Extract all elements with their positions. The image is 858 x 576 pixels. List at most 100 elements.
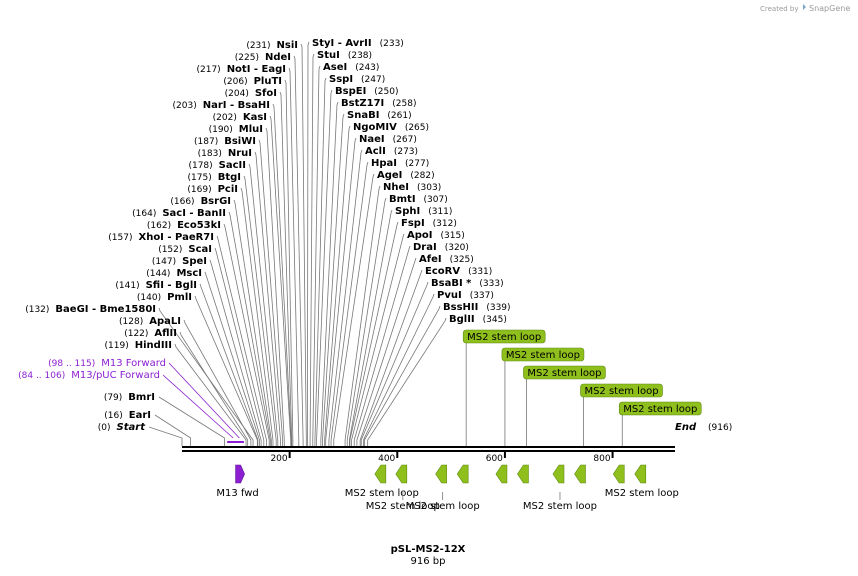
site-name: ApaLI [149, 316, 181, 327]
site-name: NotI - EagI [227, 64, 286, 75]
left-cut-site: NsiI(231) [246, 40, 298, 51]
sequence-end-marker: End(916) [675, 422, 732, 433]
site-connector-line [307, 41, 310, 446]
ms2-stem-loop-feature-arrow[interactable] [634, 464, 647, 484]
right-cut-site: BglII(345) [449, 314, 507, 325]
site-position: (247) [361, 75, 385, 85]
left-cut-site: NarI - BsaHI (203) [173, 100, 271, 111]
left-cut-site: BsiWI(187) [194, 136, 256, 147]
ruler-tick-label: 400 [378, 454, 395, 464]
feature-label-box [523, 365, 606, 380]
site-position: (128) [119, 317, 143, 327]
site-connector-line [320, 101, 339, 446]
site-connector-line [258, 139, 284, 446]
site-position: (225) [235, 53, 259, 63]
site-name: Start [117, 422, 147, 433]
site-connector-line [272, 103, 292, 446]
site-position: (206) [223, 77, 247, 87]
left-cut-site: Eco53kI(162) [147, 220, 221, 231]
site-position: (132) [25, 305, 49, 315]
ms2-stem-loop-feature-label[interactable]: MS2 stem loop [580, 383, 663, 398]
feature-label-text: MS2 stem loop [506, 350, 580, 361]
ms2-stem-loop-feature-label: MS2 stem loop [366, 501, 440, 512]
right-cut-site: AfeI(325) [419, 254, 474, 265]
site-name: Eco53kI [177, 220, 221, 231]
left-cut-site: BmrI(79) [104, 392, 155, 403]
left-cut-site: PciI(169) [187, 184, 238, 195]
site-connector-line [364, 305, 441, 446]
watermark-brand: SnapGene [809, 4, 850, 13]
site-name: SfoI [255, 88, 277, 99]
site-connector-line [356, 257, 417, 446]
site-name: KasI [243, 112, 267, 123]
site-connector-line [325, 137, 357, 446]
site-connector-line [179, 331, 249, 446]
site-position: (273) [394, 147, 418, 157]
site-connector-line [216, 235, 267, 446]
primer-name: M13/pUC Forward [71, 370, 160, 381]
left-cut-site: BtgI(175) [188, 172, 241, 183]
ms2-stem-loop-feature-label[interactable]: MS2 stem loop [618, 401, 702, 416]
ms2-stem-loop-feature-label[interactable]: MS2 stem loop [523, 365, 606, 380]
ms2-stem-loop-feature-arrow[interactable] [374, 464, 387, 484]
site-connector-line [328, 149, 363, 446]
site-connector-line [314, 77, 327, 446]
site-position: (217) [196, 65, 220, 75]
site-name: NarI - BsaHI [203, 100, 270, 111]
m13-fwd-feature-label: M13 fwd [216, 488, 258, 499]
ruler-tick-label: 200 [270, 454, 287, 464]
site-connector-line [344, 185, 381, 446]
right-cut-site: EcoRV(331) [425, 266, 492, 277]
plasmid-name: pSL-MS2-12X [391, 544, 466, 555]
site-position: (79) [104, 393, 122, 403]
left-cut-site: NruI(183) [198, 148, 252, 159]
snapgene-logo-icon [803, 4, 806, 10]
ms2-stem-loop-feature-arrow[interactable] [456, 464, 469, 484]
right-cut-site: StuI(238) [317, 50, 372, 61]
site-connector-line [346, 197, 387, 446]
ms2-stem-loop-feature-arrow[interactable] [395, 464, 408, 484]
site-connector-line [174, 343, 247, 446]
sequence-start-marker: Start(0) [98, 422, 146, 433]
ms2-stem-loop-feature-label[interactable]: MS2 stem loop [501, 347, 585, 362]
site-position: (307) [424, 195, 448, 205]
site-connector-line [233, 199, 272, 446]
left-cut-site: MscI(144) [146, 268, 202, 279]
ms2-stem-loop-feature-arrow[interactable] [435, 464, 447, 484]
site-position: (119) [105, 341, 129, 351]
site-connector-line [348, 209, 393, 446]
site-connector-line [279, 91, 293, 446]
ms2-stem-loop-feature-label[interactable]: MS2 stem loop [462, 329, 546, 344]
ruler-tick-label: 600 [486, 454, 503, 464]
m13-fwd-feature-arrow[interactable] [235, 464, 245, 484]
site-name: PvuI [437, 290, 462, 301]
ms2-stem-loop-feature-arrow[interactable] [612, 464, 625, 484]
ms2-stem-loop-feature-label: MS2 stem loop [406, 501, 480, 512]
feature-label-box [580, 383, 663, 398]
site-position: (282) [410, 171, 434, 181]
site-connector-line [309, 53, 315, 446]
site-name: SpeI [182, 256, 207, 267]
ms2-stem-loop-feature-arrow[interactable] [517, 464, 529, 484]
site-position: (250) [374, 87, 398, 97]
site-position: (178) [188, 161, 212, 171]
feature-label-text: MS2 stem loop [584, 386, 658, 397]
ms2-stem-loop-feature-arrow[interactable] [552, 464, 565, 484]
plasmid-length: 916 bp [411, 556, 446, 567]
left-cut-site: SacI - BanII(164) [132, 208, 226, 219]
site-name: StuI [317, 50, 340, 61]
site-name: BsrGI [201, 196, 231, 207]
site-position: (203) [173, 101, 197, 111]
site-name: AclI [365, 146, 386, 157]
site-name: MluI [239, 124, 263, 135]
ms2-stem-loop-feature-arrow[interactable] [495, 464, 508, 484]
site-connector-line [228, 211, 271, 446]
site-name: NgoMIV [353, 122, 397, 133]
site-name: NsiI [277, 40, 298, 51]
site-connector-line [148, 426, 183, 446]
right-cut-site: ApoI(315) [407, 230, 465, 241]
right-cut-site: AgeI(282) [377, 170, 435, 181]
ms2-stem-loop-feature-arrow[interactable] [574, 464, 586, 484]
site-position: (166) [170, 197, 194, 207]
